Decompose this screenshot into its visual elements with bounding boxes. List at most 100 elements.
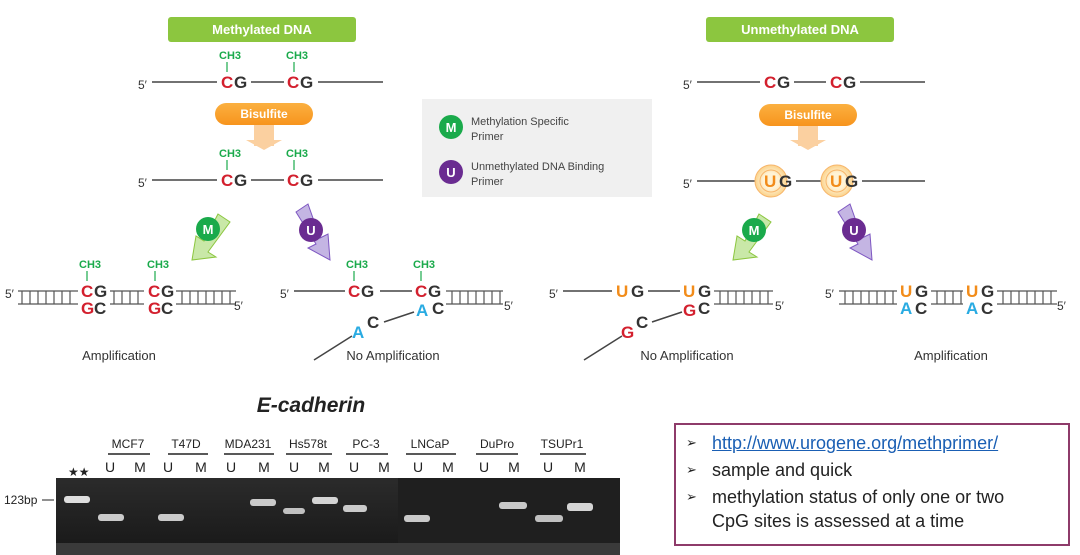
u-symbol: U <box>306 223 315 238</box>
note-text: sample and quick <box>712 460 853 480</box>
arrow-bullet-icon: ➢ <box>686 489 697 504</box>
lane-m-label: M <box>378 459 390 475</box>
cell-line-label: PC-3 <box>352 437 380 451</box>
cell-line-label: DuPro <box>480 437 514 451</box>
note-item: ➢ http://www.urogene.org/methprimer/ <box>686 431 1060 455</box>
gel-title: E-cadherin <box>256 394 366 417</box>
svg-text:U: U <box>900 282 912 301</box>
gel-image: MCF7 T47D MDA231 Hs578t PC-3 LNCaP DuPro… <box>4 437 620 555</box>
five-prime-label: 5′ <box>549 287 559 301</box>
svg-text:U: U <box>830 172 842 191</box>
svg-text:G: G <box>300 73 313 92</box>
note-text: methylation status of only one or two Cp… <box>712 485 1004 533</box>
cell-line-label: MDA231 <box>225 437 272 451</box>
ch3-label: CH3 <box>346 259 368 271</box>
svg-text:A: A <box>900 299 912 318</box>
marker-stars: ★★ <box>68 465 90 479</box>
lane-u-label: U <box>479 459 489 475</box>
legend-u-text: Primer <box>471 176 504 188</box>
arrow-bullet-icon: ➢ <box>686 435 697 450</box>
svg-text:G: G <box>361 282 374 301</box>
svg-text:G: G <box>915 282 928 301</box>
m-symbol: M <box>203 222 214 237</box>
five-prime-label: 5′ <box>5 287 15 301</box>
bisulfite-label: Bisulfite <box>240 107 288 121</box>
lane-u-label: U <box>289 459 299 475</box>
svg-text:G: G <box>148 299 161 318</box>
svg-text:G: G <box>428 282 441 301</box>
cell-line-label: Hs578t <box>289 437 328 451</box>
amplification-label: Amplification <box>914 348 988 363</box>
cell-line-label: LNCaP <box>411 437 450 451</box>
svg-text:C: C <box>81 282 93 301</box>
bisulfite-badge-left <box>215 103 313 125</box>
five-prime-label: 5′ <box>1057 299 1067 313</box>
svg-text:A: A <box>352 323 364 342</box>
ch3-label: CH3 <box>413 259 435 271</box>
note-item: ➢ sample and quick <box>686 458 1060 482</box>
svg-text:A: A <box>966 299 978 318</box>
note-item: ➢ methylation status of only one or two … <box>686 485 1060 533</box>
arrow-bullet-icon: ➢ <box>686 462 697 477</box>
svg-text:C: C <box>415 282 427 301</box>
svg-text:G: G <box>94 282 107 301</box>
lane-m-label: M <box>442 459 454 475</box>
svg-text:G: G <box>981 282 994 301</box>
svg-text:G: G <box>683 301 696 320</box>
unmethylated-header-label: Unmethylated DNA <box>741 22 859 37</box>
svg-text:C: C <box>148 282 160 301</box>
five-prime-label: 5′ <box>825 287 835 301</box>
svg-text:U: U <box>764 172 776 191</box>
m-symbol: M <box>446 120 457 135</box>
five-prime-label: 5′ <box>138 176 148 190</box>
svg-text:G: G <box>161 282 174 301</box>
svg-text:G: G <box>779 172 792 191</box>
lane-m-label: M <box>195 459 207 475</box>
note-text-line: methylation status of only one or two <box>712 487 1005 507</box>
ch3-label: CH3 <box>147 259 169 271</box>
svg-text:C: C <box>287 171 299 190</box>
ch3-label: CH3 <box>219 148 241 160</box>
legend-box <box>422 99 652 197</box>
svg-text:G: G <box>631 282 644 301</box>
svg-text:G: G <box>300 171 313 190</box>
five-prime-label: 5′ <box>504 299 514 313</box>
svg-text:C: C <box>94 299 106 318</box>
svg-text:C: C <box>915 299 927 318</box>
ch3-label: CH3 <box>286 50 308 62</box>
five-prime-label: 5′ <box>138 78 148 92</box>
svg-text:G: G <box>81 299 94 318</box>
ch3-label: CH3 <box>79 259 101 271</box>
svg-text:C: C <box>636 313 648 332</box>
five-prime-label: 5′ <box>280 287 290 301</box>
svg-text:C: C <box>161 299 173 318</box>
svg-text:U: U <box>616 282 628 301</box>
unmethylated-header <box>706 17 894 42</box>
amplification-label: Amplification <box>82 348 156 363</box>
svg-text:G: G <box>621 323 634 342</box>
svg-text:C: C <box>432 299 444 318</box>
svg-text:G: G <box>777 73 790 92</box>
lane-u-label: U <box>349 459 359 475</box>
ch3-label: CH3 <box>286 148 308 160</box>
lane-u-label: U <box>543 459 553 475</box>
five-prime-label: 5′ <box>683 78 693 92</box>
methprimer-link[interactable]: http://www.urogene.org/methprimer/ <box>712 433 999 453</box>
legend-m-text: Primer <box>471 131 504 143</box>
cell-line-label: MCF7 <box>112 437 145 451</box>
notes-box: ➢ http://www.urogene.org/methprimer/ ➢ s… <box>674 423 1070 546</box>
svg-text:C: C <box>981 299 993 318</box>
five-prime-label: 5′ <box>683 177 693 191</box>
svg-text:C: C <box>764 73 776 92</box>
lane-m-label: M <box>574 459 586 475</box>
lane-u-label: U <box>413 459 423 475</box>
lane-m-label: M <box>258 459 270 475</box>
gel-background <box>56 478 398 545</box>
svg-text:G: G <box>845 172 858 191</box>
svg-text:C: C <box>221 73 233 92</box>
lane-u-label: U <box>226 459 236 475</box>
no-amplification-label: No Amplification <box>346 348 439 363</box>
svg-text:C: C <box>348 282 360 301</box>
methylated-header <box>168 17 356 42</box>
lane-m-label: M <box>134 459 146 475</box>
